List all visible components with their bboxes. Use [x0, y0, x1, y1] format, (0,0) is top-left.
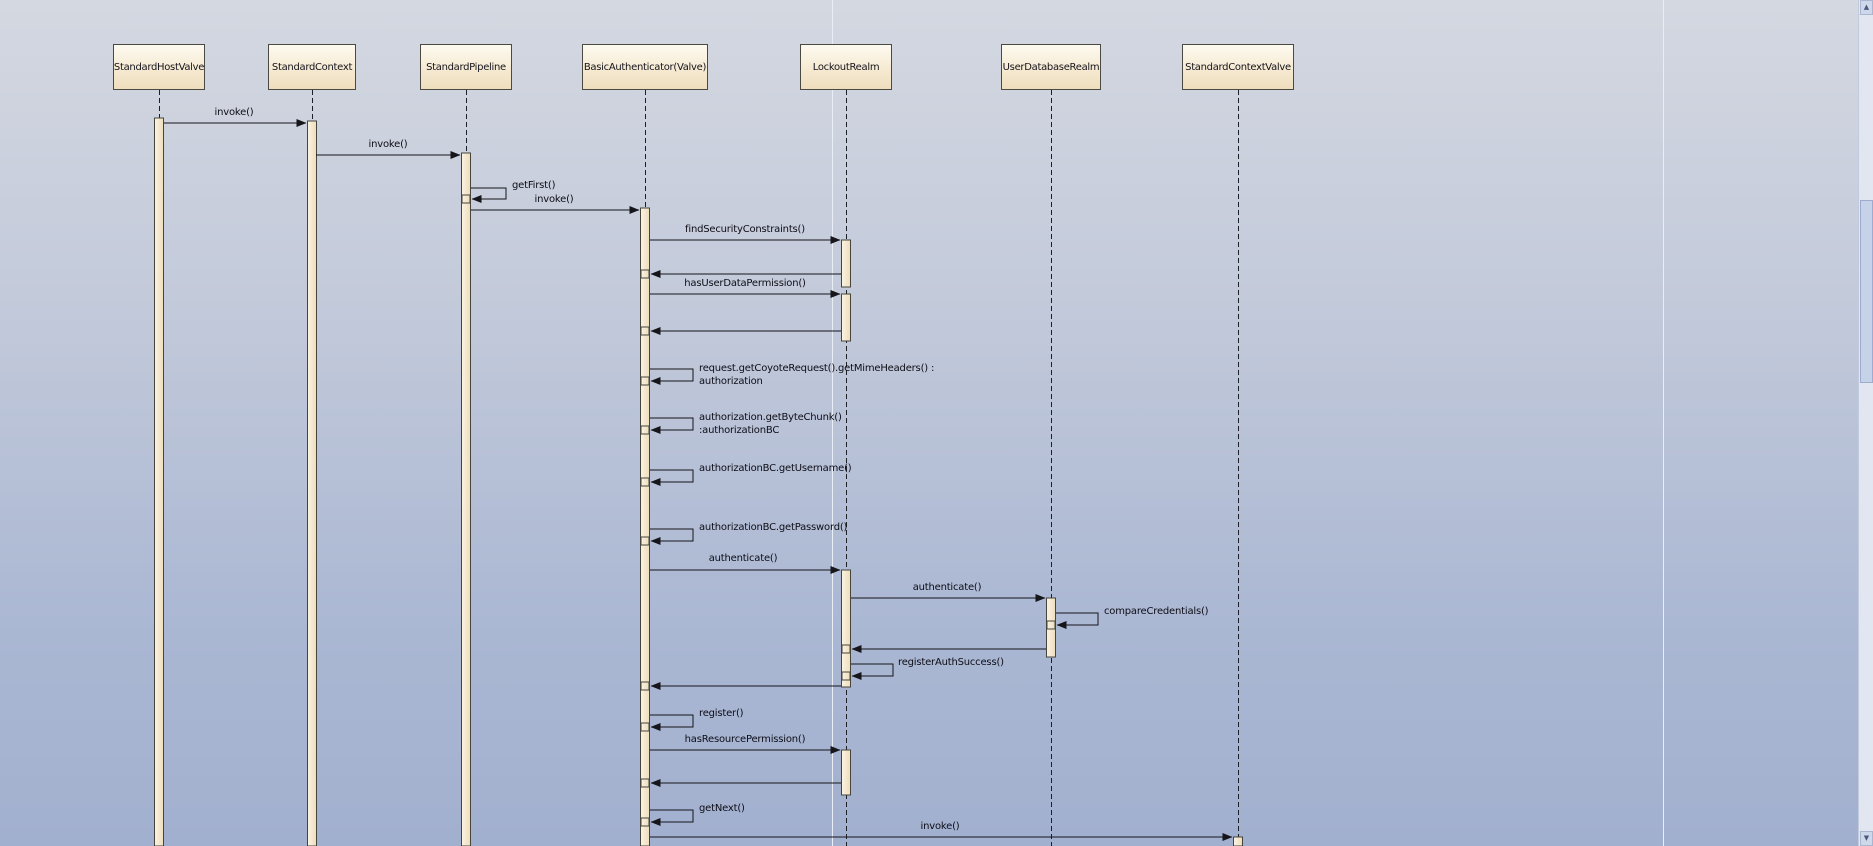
message-label-get-password: authorizationBC.getPassword(): [699, 522, 848, 533]
arrow-self-get-username: [650, 469, 694, 486]
actor-label: StandardContext: [271, 61, 353, 73]
actor-standard-host-valve: StandardHostValve: [113, 44, 205, 90]
scrollbar-thumb[interactable]: [1860, 200, 1873, 383]
nested-activation-markers: [461, 194, 1056, 827]
scroll-down-button[interactable]: ▼: [1860, 831, 1873, 846]
arrow-self-get-first: [471, 187, 507, 203]
activation-standard-host-valve: [154, 117, 164, 846]
actor-standard-context-valve: StandardContextValve: [1182, 44, 1294, 90]
marker-return-lockout: [640, 681, 650, 691]
marker-register: [640, 722, 650, 732]
marker-return-userdb: [841, 644, 851, 654]
message-label-has-resource-permission: hasResourcePermission(): [684, 734, 806, 745]
actor-label: BasicAuthenticator(Valve): [583, 61, 707, 73]
actor-label: StandardContextValve: [1185, 61, 1291, 73]
message-label-get-first: getFirst(): [512, 180, 556, 191]
vertical-scrollbar[interactable]: ▲ ▼: [1858, 0, 1873, 846]
marker-get-first: [461, 194, 471, 204]
marker-register-auth-success: [841, 671, 851, 681]
scroll-up-button[interactable]: ▲: [1860, 0, 1873, 15]
actor-standard-context: StandardContext: [268, 44, 356, 90]
message-label-get-byte-chunk-line2: :authorizationBC: [699, 425, 780, 436]
activation-lockout-find-security: [841, 239, 851, 288]
message-arrows: [164, 119, 1233, 841]
message-label-get-next: getNext(): [699, 803, 745, 814]
message-label-find-security-constraints: findSecurityConstraints(): [685, 224, 805, 235]
activation-standard-context-valve: [1233, 836, 1243, 846]
actor-user-database-realm: UserDatabaseRealm: [1001, 44, 1101, 90]
message-label-get-mime-headers-line2: authorization: [699, 376, 763, 387]
activation-basic-authenticator: [640, 207, 650, 846]
arrow-self-register: [650, 714, 694, 731]
message-label-get-byte-chunk-line1: authorization.getByteChunk(): [699, 412, 842, 423]
marker-compare-credentials: [1046, 620, 1056, 630]
marker-get-username: [640, 477, 650, 487]
actor-basic-authenticator: BasicAuthenticator(Valve): [582, 44, 708, 90]
arrow-self-get-next: [650, 809, 694, 826]
arrow-self-get-byte-chunk: [650, 417, 694, 434]
marker-return-has-resource: [640, 778, 650, 788]
message-label-register-auth-success: registerAuthSuccess(): [898, 657, 1004, 668]
marker-get-password: [640, 536, 650, 546]
message-label-invoke-3: invoke(): [534, 194, 574, 205]
activation-lockout-has-resource: [841, 749, 851, 796]
arrow-self-get-password: [650, 528, 694, 545]
message-label-has-user-data-permission: hasUserDataPermission(): [684, 278, 806, 289]
arrow-self-register-auth-success: [851, 663, 894, 680]
actor-label: StandardHostValve: [113, 61, 205, 73]
activation-lockout-has-user-data: [841, 293, 851, 342]
activation-standard-context: [307, 120, 317, 846]
marker-get-byte-chunk: [640, 425, 650, 435]
actor-label: StandardPipeline: [426, 61, 506, 73]
marker-get-next: [640, 817, 650, 827]
arrow-up-icon: ▲: [1863, 3, 1870, 11]
activation-standard-pipeline: [461, 152, 471, 846]
message-label-register: register(): [699, 708, 744, 719]
message-label-invoke-4: invoke(): [920, 821, 960, 832]
actor-label: LockoutRealm: [812, 61, 880, 73]
message-label-authenticate-1: authenticate(): [708, 553, 778, 564]
message-label-invoke-1: invoke(): [214, 107, 254, 118]
actor-standard-pipeline: StandardPipeline: [420, 44, 512, 90]
actor-label: UserDatabaseRealm: [1002, 61, 1100, 73]
arrow-down-icon: ▼: [1863, 834, 1870, 842]
message-label-compare-credentials: compareCredentials(): [1104, 606, 1209, 617]
marker-return-find-security: [640, 269, 650, 279]
marker-get-mime-headers: [640, 376, 650, 386]
message-label-get-mime-headers-line1: request.getCoyoteRequest().getMimeHeader…: [699, 363, 935, 374]
actor-lockout-realm: LockoutRealm: [800, 44, 892, 90]
arrow-self-compare-credentials: [1056, 612, 1099, 629]
activation-lockout-authenticate: [841, 569, 851, 688]
marker-return-has-user-data: [640, 326, 650, 336]
message-label-invoke-2: invoke(): [368, 139, 408, 150]
arrow-self-get-mime-headers: [650, 368, 694, 385]
message-label-get-username: authorizationBC.getUsername(): [699, 463, 852, 474]
message-label-authenticate-2: authenticate(): [912, 582, 982, 593]
